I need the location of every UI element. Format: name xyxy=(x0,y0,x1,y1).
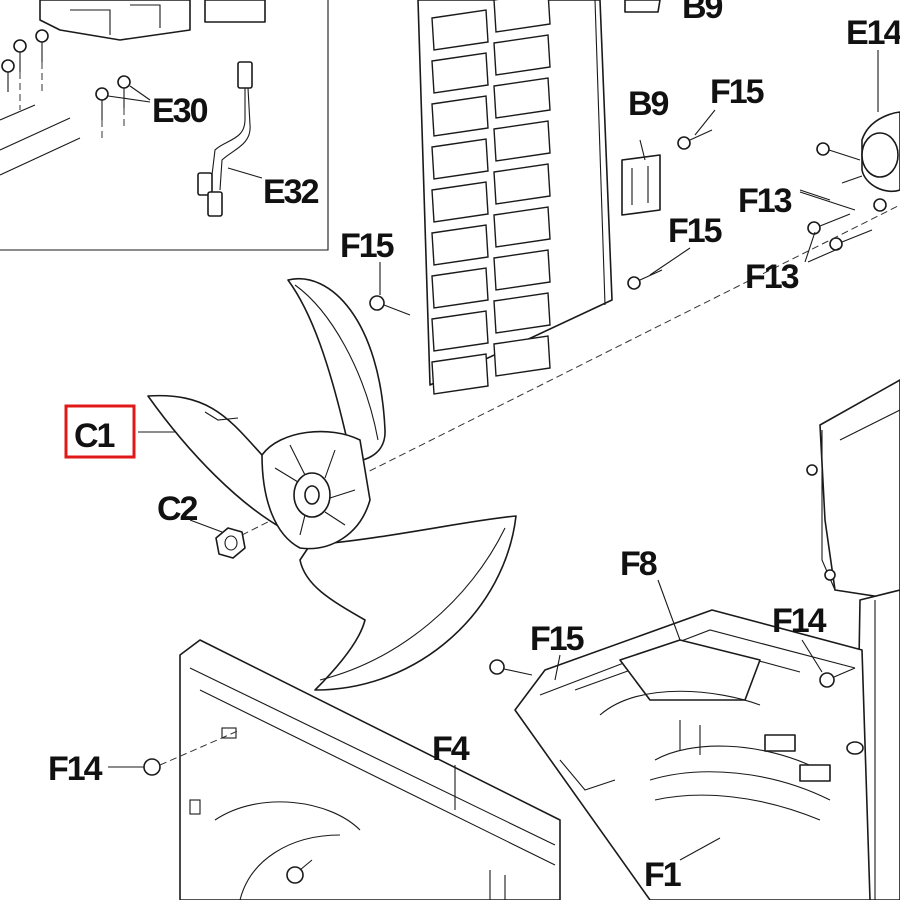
inset-plate xyxy=(0,104,81,176)
inset-detail xyxy=(0,0,329,251)
base-plate-outline xyxy=(514,609,871,900)
label-c2: C2 xyxy=(157,490,198,528)
control-box xyxy=(39,0,191,41)
label-f13-b: F13 xyxy=(745,258,799,296)
grille-cell xyxy=(431,353,489,395)
nut-c2 xyxy=(215,527,246,559)
base-plate xyxy=(514,609,871,900)
label-e32: E32 xyxy=(263,173,319,211)
screw-f15-b9 xyxy=(677,129,713,150)
front-panel-outline xyxy=(179,639,561,900)
grille-cell xyxy=(431,9,489,51)
inset-frame xyxy=(0,0,329,251)
screw-f15-right xyxy=(627,269,663,290)
fan-blade-lower xyxy=(299,515,517,691)
front-panel-fan-opening xyxy=(214,801,361,831)
grille-cell xyxy=(431,52,489,94)
base-plate-recess xyxy=(619,639,761,701)
grille-cell xyxy=(493,0,551,33)
label-f15-d: F15 xyxy=(530,620,584,658)
front-panel-f4 xyxy=(179,639,561,900)
screw-front-panel xyxy=(286,859,313,884)
grille-cell xyxy=(493,163,551,205)
screw-f15-left xyxy=(369,295,411,316)
label-f1: F1 xyxy=(644,856,681,894)
label-e14: E14 xyxy=(846,14,900,52)
label-f14-a: F14 xyxy=(48,750,103,788)
label-b9-top: B9 xyxy=(682,0,723,26)
harness-e32 xyxy=(197,61,253,217)
grille-cell xyxy=(493,34,551,76)
label-f4: F4 xyxy=(432,730,470,768)
bracket-b9 xyxy=(621,0,661,216)
grille-cell xyxy=(493,77,551,119)
bracket-b9-top xyxy=(624,0,661,13)
grille-cell xyxy=(431,138,489,180)
highlight-box-c1 xyxy=(64,404,136,459)
label-f8: F8 xyxy=(620,545,657,583)
label-f14-b: F14 xyxy=(772,602,827,640)
grille-cells xyxy=(431,0,551,395)
label-f15-b: F15 xyxy=(668,212,722,250)
grille-cell xyxy=(493,292,551,334)
screw-group-e30 xyxy=(1,29,131,140)
leader-lines xyxy=(108,50,879,861)
screw-f15-bottom xyxy=(489,659,533,676)
grille-cell xyxy=(431,181,489,223)
propeller-fan-c1 xyxy=(147,278,517,691)
grille-cell xyxy=(493,335,551,377)
grille-cell xyxy=(493,249,551,291)
screw-f14-right xyxy=(819,667,856,688)
label-e30: E30 xyxy=(152,92,208,130)
label-f15-c: F15 xyxy=(340,227,394,265)
grille-panel xyxy=(417,0,613,395)
grille-cell xyxy=(493,120,551,162)
label-c1: C1 xyxy=(74,417,115,455)
label-b9: B9 xyxy=(628,85,669,123)
part-labels: B9 E14 E30 F15 B9 E32 F13 F15 F15 F13 C1… xyxy=(48,0,900,894)
grille-cell xyxy=(431,267,489,309)
grille-cell xyxy=(431,95,489,137)
grille-cell xyxy=(431,224,489,266)
control-bracket xyxy=(204,0,266,23)
fan-blade-upper xyxy=(287,278,386,463)
grille-cell xyxy=(493,206,551,248)
grille-cell xyxy=(431,310,489,352)
fan-motor-e14 xyxy=(841,111,900,192)
label-f13-a: F13 xyxy=(738,182,792,220)
label-f15-a: F15 xyxy=(710,73,764,111)
screws-f13 xyxy=(807,142,887,251)
